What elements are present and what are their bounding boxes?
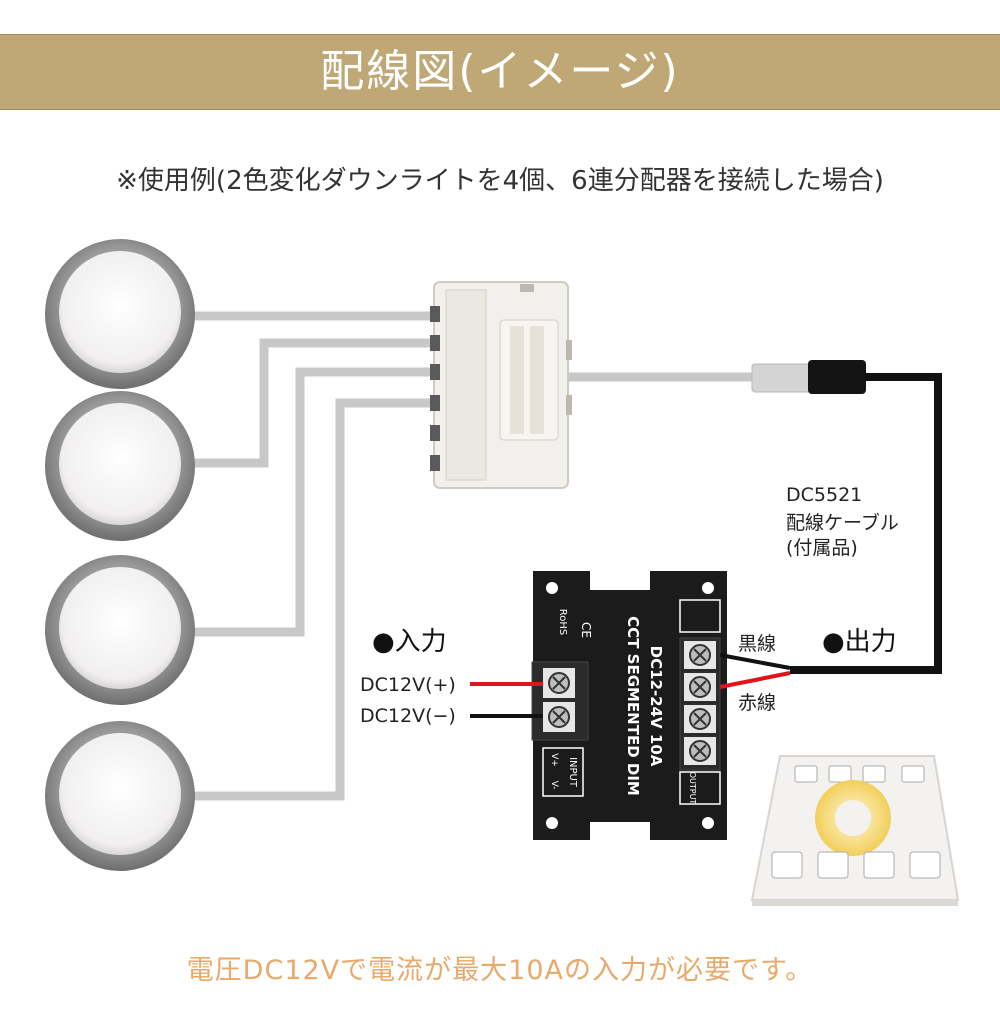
subtitle: ※使用例(2色変化ダウンライトを4個、6連分配器を接続した場合) xyxy=(116,166,884,196)
output-label: ●出力 xyxy=(822,627,897,657)
splitter-6way xyxy=(430,281,572,489)
red-wire-label: 赤線 xyxy=(738,692,777,714)
downlight-4 xyxy=(45,721,195,871)
downlight-wires xyxy=(190,311,438,801)
footer-note: 電圧DC12Vで電流が最大10Aの入力が必要です。 xyxy=(186,955,814,986)
cable-label-line3: (付属品) xyxy=(786,537,858,559)
title-banner: 配線図(イメージ) xyxy=(0,34,1000,110)
banner-title: 配線図(イメージ) xyxy=(320,46,680,97)
dc-minus-label: DC12V(−) xyxy=(360,705,456,727)
downlight-1 xyxy=(45,239,195,389)
controller-vminus-text: V- xyxy=(549,781,559,790)
controller-input-text: INPUT xyxy=(567,757,578,788)
controller-ce-text: CE xyxy=(579,622,593,638)
downlight-3 xyxy=(45,555,195,705)
input-label: ●入力 xyxy=(372,627,447,657)
wire-output-black xyxy=(719,653,791,670)
cct-controller: CCT SEGMENTED DIM DC12-24V 10A INPUT V+ … xyxy=(531,571,727,840)
controller-rating-text: DC12-24V 10A xyxy=(647,646,665,767)
controller-rohs-text: RoHS xyxy=(557,609,568,635)
dc5521-connector xyxy=(751,360,866,394)
controller-vplus-text: V+ xyxy=(549,753,559,767)
downlight-2 xyxy=(45,391,195,541)
wire-downlight-3 xyxy=(190,367,438,637)
dc-plus-label: DC12V(+) xyxy=(360,674,456,696)
remote-panel xyxy=(750,755,960,906)
cable-label-line2: 配線ケーブル xyxy=(786,512,899,534)
wire-downlight-4 xyxy=(190,398,438,801)
wire-downlight-2 xyxy=(190,338,438,468)
controller-output-text: OUTPUT xyxy=(688,772,697,805)
wire-dc-cable xyxy=(790,373,942,674)
black-wire-label: 黒線 xyxy=(738,633,777,655)
wire-output-red xyxy=(719,671,791,689)
controller-model-text: CCT SEGMENTED DIM xyxy=(624,616,642,796)
cable-label-line1: DC5521 xyxy=(786,484,863,506)
